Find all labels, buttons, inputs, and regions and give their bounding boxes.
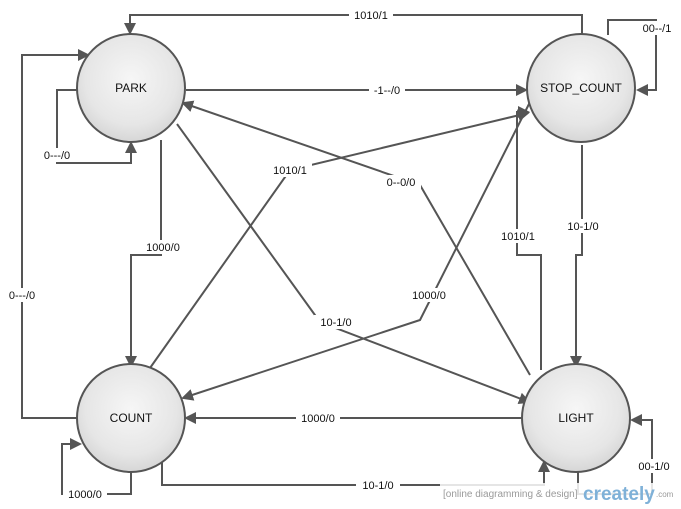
label-park-to-stop: -1--/0 [374,85,400,97]
state-light-label: LIGHT [558,411,594,425]
edge-light-to-stop [516,106,542,370]
edge-park-to-count [125,140,162,368]
label-light-self: 00-1/0 [638,461,669,473]
label-light-to-park: 0--0/0 [387,177,416,189]
label-stop-to-light: 10-1/0 [567,221,598,233]
edge-stop-self [607,19,657,96]
edge-stop-to-count [181,101,531,401]
watermark-tagline: [online diagramming & design] [443,489,578,500]
label-count-self: 1000/0 [68,489,102,501]
edge-count-to-park [21,49,90,419]
state-light[interactable]: LIGHT [521,363,631,473]
label-stop-to-count: 1000/0 [412,290,446,302]
label-count-to-stop: 1010/1 [273,165,307,177]
watermark-brand: creately [583,484,655,505]
label-stop-to-park: 1010/1 [354,10,388,22]
state-stop-count[interactable]: STOP_COUNT [526,33,636,143]
creately-watermark: [online diagramming & design] creately .… [440,483,681,507]
watermark-suffix: .com [656,490,674,499]
edge-stop-to-light [570,145,583,368]
label-light-to-stop: 1010/1 [501,231,535,243]
edge-park-self [56,89,137,164]
state-count-label: COUNT [110,411,153,425]
edge-count-self [61,438,132,495]
edge-count-to-light [161,460,550,486]
label-stop-self: 00--/1 [643,23,672,35]
state-park[interactable]: PARK [76,33,186,143]
label-count-to-light: 10-1/0 [362,480,393,492]
label-light-to-count: 1000/0 [301,413,335,425]
edge-light-to-park [181,100,531,376]
label-count-to-park: 0---/0 [9,290,35,302]
state-count[interactable]: COUNT [76,363,186,473]
label-park-self: 0---/0 [44,150,70,162]
state-stop-count-label: STOP_COUNT [540,81,622,95]
edge-park-to-light [176,123,531,405]
label-park-to-count: 1000/0 [146,242,180,254]
label-park-to-light: 10-1/0 [320,317,351,329]
state-park-label: PARK [115,81,147,95]
